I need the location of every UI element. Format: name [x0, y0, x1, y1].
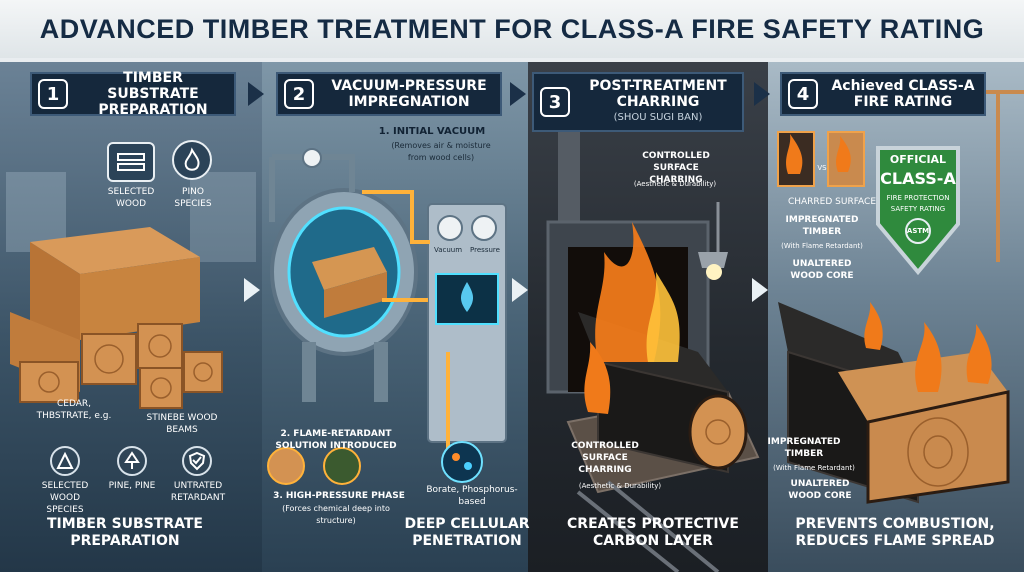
step-1-title: TIMBER SUBSTRATE PREPARATION [98, 70, 208, 118]
arrow-mid-1-2 [244, 278, 260, 302]
arrow-mid-3-4 [752, 278, 768, 302]
arrow-step-3-4 [754, 82, 770, 106]
step-3-title: POST-TREATMENT CHARRING [589, 78, 727, 110]
label-charring-top: CONTROLLED SURFACE CHARRING [642, 151, 710, 185]
label-vs: VS [817, 164, 827, 172]
label-impregnated-top-desc: (With Flame Retardant) [781, 242, 863, 250]
label-charring-bottom: CONTROLLED SURFACE CHARRING [571, 441, 639, 475]
label-chemicals: Borate, Phosphorus-based [426, 485, 518, 507]
label-cedar: CEDAR, THBSTRATE, e.g. [36, 399, 112, 421]
caption-panel-2: DEEP CELLULAR PENETRATION [404, 516, 530, 549]
badge-official: OFFICIAL [889, 153, 947, 166]
step-3-number: 3 [540, 87, 570, 117]
flame-icon [172, 140, 212, 180]
step-3-header: 3 POST-TREATMENT CHARRING (SHOU SUGI BAN) [532, 72, 744, 132]
caption-panel-4: PREVENTS COMBUSTION, REDUCES FLAME SPREA… [795, 516, 995, 549]
label-charring-bottom-desc: (Aesthetic & Durability) [578, 482, 662, 490]
pine-tree-icon [117, 446, 147, 476]
label-flame-retardant: 2. FLAME-RETARDANT SOLUTION INTRODUCED [275, 429, 397, 451]
step-2-header: 2 VACUUM-PRESSURE IMPREGNATION [276, 72, 502, 116]
vacuum-chamber-illustration [267, 148, 507, 485]
label-selected-wood: SELECTED WOOD [107, 187, 155, 209]
arrow-mid-2-3 [512, 278, 528, 302]
wood-icon [107, 142, 155, 182]
label-unaltered-top: UNALTERED WOOD CORE [790, 259, 854, 281]
step-1-number: 1 [38, 79, 68, 109]
label-untreated: UNTRATED RETARDANT [170, 481, 226, 503]
step-1-header: 1 TIMBER SUBSTRATE PREPARATION [30, 70, 236, 118]
step-2-title: VACUUM-PRESSURE IMPREGNATION [331, 78, 487, 110]
badge-class-a: CLASS-A [880, 169, 956, 188]
label-initial-vacuum: 1. INITIAL VACUUM [378, 126, 486, 137]
shield-check-icon [182, 446, 212, 476]
badge-fire-protection: FIRE PROTECTION [886, 194, 950, 202]
label-high-pressure: 3. HIGH-PRESSURE PHASE [273, 491, 405, 501]
step-3-subtitle: (SHOU SUGI BAN) [613, 112, 703, 123]
charring-oven-illustration [546, 132, 760, 572]
step-4-title: Achieved CLASS-A FIRE RATING [831, 78, 975, 110]
label-pressure-desc: (Forces chemical deep into structure) [282, 504, 390, 525]
label-selected-species: SELECTED WOOD SPECIES [41, 481, 89, 515]
species-icon [50, 446, 80, 476]
charred-beam-illustration [777, 90, 1024, 504]
astm-seal-icon: ASTM [905, 218, 931, 244]
arrow-step-2-3 [510, 82, 526, 106]
step-4-number: 4 [788, 79, 818, 109]
label-unaltered-bottom: UNALTERED WOOD CORE [788, 479, 852, 501]
label-impregnated-top: IMPREGNATED TIMBER [785, 215, 859, 237]
timber-stack-illustration [6, 172, 256, 409]
label-gauge-pressure: Pressure [470, 246, 500, 254]
step-4-header: 4 Achieved CLASS-A FIRE RATING [780, 72, 986, 116]
label-wood-beams: STINEBE WOOD BEAMS [146, 413, 218, 435]
label-pino-species: PINO SPECIES [174, 187, 212, 209]
label-charring-top-desc: (Aesthetic & Durability) [633, 180, 717, 188]
caption-panel-3: CREATES PROTECTIVE CARBON LAYER [567, 516, 739, 549]
label-impregnated-bottom-desc: (With Flame Retardant) [773, 464, 855, 472]
arrow-step-1-2 [248, 82, 264, 106]
label-gauge-vacuum: Vacuum [433, 246, 463, 254]
label-impregnated-bottom: IMPREGNATED TIMBER [767, 437, 841, 459]
badge-safety-rating: SAFETY RATING [890, 205, 946, 213]
page-title-bar: ADVANCED TIMBER TREATMENT FOR CLASS-A FI… [0, 0, 1024, 58]
label-pine: PINE, PINE [108, 481, 156, 491]
page-title: ADVANCED TIMBER TREATMENT FOR CLASS-A FI… [39, 13, 985, 44]
step-2-number: 2 [284, 79, 314, 109]
label-vacuum-desc: (Removes air & moisture from wood cells) [391, 141, 491, 162]
label-charred-surface: CHARRED SURFACE [787, 197, 877, 207]
caption-panel-1: TIMBER SUBSTRATE PREPARATION [47, 516, 203, 549]
